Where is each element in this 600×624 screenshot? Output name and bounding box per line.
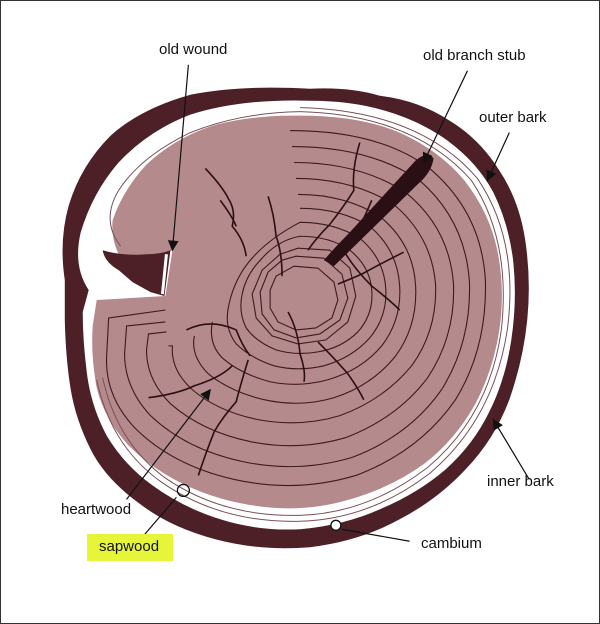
sapwood-leader-line xyxy=(140,496,177,540)
label-old-branch-stub: old branch stub xyxy=(423,47,526,64)
circle-marker-icon xyxy=(176,483,191,498)
label-outer-bark: outer bark xyxy=(479,109,547,126)
circle-marker-icon xyxy=(330,519,342,531)
radial-cracks xyxy=(148,142,405,476)
sapwood-lines xyxy=(96,107,511,522)
label-cambium: cambium xyxy=(421,535,482,552)
arrow-icon xyxy=(492,418,530,480)
old-branch-stub-mark xyxy=(323,154,434,267)
arrow-icon xyxy=(422,70,468,164)
label-heartwood: heartwood xyxy=(61,501,132,518)
arrow-icon xyxy=(486,132,510,182)
label-inner-bark: inner bark xyxy=(487,473,554,490)
label-old-wound: old wound xyxy=(159,41,228,58)
label-sapwood: sapwood xyxy=(87,534,174,561)
arrow-icon xyxy=(167,64,189,252)
old-wound-gap xyxy=(102,250,171,297)
cambium-leader-line xyxy=(341,528,410,542)
arrow-icon xyxy=(126,388,211,500)
